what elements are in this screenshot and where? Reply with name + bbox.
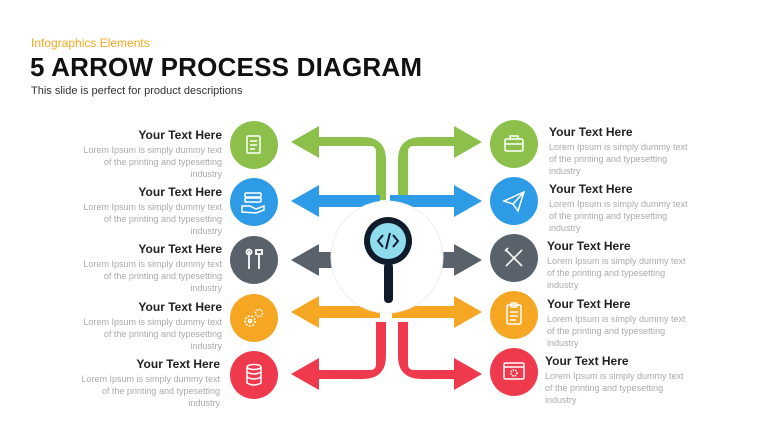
right-desc-4-line2: of the printing and typesetting: [547, 326, 666, 336]
right-desc-1-line1: Lorem Ipsum is simply dummy text: [549, 142, 688, 152]
right-desc-4-line3: industry: [547, 338, 579, 348]
left-desc-4-line2: of the printing and typesetting: [103, 329, 222, 339]
document-icon: [246, 135, 261, 154]
right-heading-2: Your Text Here: [549, 182, 633, 196]
right-textblock-4: Your Text Here Lorem Ipsum is simply dum…: [547, 297, 707, 349]
left-desc-2-line2: of the printing and typesetting: [103, 214, 222, 224]
circle-right-orange: [490, 291, 538, 339]
code-magnifier-icon: [364, 217, 412, 303]
left-textblock-5: Your Text Here Lorem Ipsum is simply dum…: [60, 357, 220, 409]
right-desc-1-line2: of the printing and typesetting: [549, 154, 668, 164]
left-textblock-3: Your Text Here Lorem Ipsum is simply dum…: [62, 242, 222, 294]
left-desc-1-line2: of the printing and typesetting: [103, 157, 222, 167]
arrow-left-red: [291, 322, 386, 390]
left-textblock-4: Your Text Here Lorem Ipsum is simply dum…: [62, 300, 222, 352]
left-desc-5-line2: of the printing and typesetting: [101, 386, 220, 396]
page-subtitle: This slide is perfect for product descri…: [31, 85, 243, 97]
right-heading-3: Your Text Here: [547, 239, 631, 253]
arrow-right-blue: [390, 185, 482, 217]
left-heading-5: Your Text Here: [136, 357, 220, 371]
left-desc-5-line3: industry: [188, 398, 220, 408]
right-desc-2-line3: industry: [549, 223, 581, 233]
right-desc-3-line2: of the printing and typesetting: [547, 268, 666, 278]
arrow-left-blue: [291, 185, 380, 217]
right-desc-3-line3: industry: [547, 280, 579, 290]
right-heading-4: Your Text Here: [547, 297, 631, 311]
gears-icon: [244, 308, 264, 327]
right-desc-5-line2: of the printing and typesetting: [545, 383, 664, 393]
right-desc-5-line1: Lorem Ipsum is simply dummy text: [545, 371, 684, 381]
circle-right-blue: [490, 177, 538, 225]
circle-left-orange: [230, 294, 278, 342]
right-heading-1: Your Text Here: [549, 125, 633, 139]
right-desc-3-line1: Lorem Ipsum is simply dummy text: [547, 256, 686, 266]
left-desc-3-line3: industry: [190, 283, 222, 293]
tools-icon: [245, 248, 263, 269]
arrow-right-slate: [440, 244, 482, 276]
left-desc-2-line3: industry: [190, 226, 222, 236]
hand-coins-icon: [241, 192, 265, 214]
pencil-ruler-icon: [504, 247, 523, 267]
left-desc-2-line1: Lorem Ipsum is simply dummy text: [83, 202, 222, 212]
clipboard-icon: [506, 302, 522, 325]
right-textblock-3: Your Text Here Lorem Ipsum is simply dum…: [547, 239, 707, 291]
arrow-left-orange: [291, 296, 380, 328]
left-desc-1-line1: Lorem Ipsum is simply dummy text: [83, 145, 222, 155]
left-heading-1: Your Text Here: [138, 128, 222, 142]
left-textblock-2: Your Text Here Lorem Ipsum is simply dum…: [62, 185, 222, 237]
database-icon: [246, 363, 262, 386]
left-desc-3-line1: Lorem Ipsum is simply dummy text: [83, 259, 222, 269]
left-heading-4: Your Text Here: [138, 300, 222, 314]
right-textblock-1: Your Text Here Lorem Ipsum is simply dum…: [549, 125, 709, 177]
briefcase-icon: [504, 135, 524, 152]
right-desc-1-line3: industry: [549, 166, 581, 176]
left-heading-3: Your Text Here: [138, 242, 222, 256]
right-textblock-5: Your Text Here Lorem Ipsum is simply dum…: [545, 354, 705, 406]
right-desc-2-line2: of the printing and typesetting: [549, 211, 668, 221]
circle-right-red: [490, 348, 538, 396]
circle-left-red: [230, 351, 278, 399]
left-heading-2: Your Text Here: [138, 185, 222, 199]
left-desc-4-line1: Lorem Ipsum is simply dummy text: [83, 317, 222, 327]
arrow-left-green: [291, 126, 386, 200]
right-heading-5: Your Text Here: [545, 354, 629, 368]
page-title: 5 ARROW PROCESS DIAGRAM: [30, 52, 423, 82]
arrow-left-slate: [291, 244, 335, 276]
left-desc-3-line2: of the printing and typesetting: [103, 271, 222, 281]
left-desc-1-line3: industry: [190, 169, 222, 179]
arrow-right-orange: [392, 296, 482, 328]
left-desc-5-line1: Lorem Ipsum is simply dummy text: [81, 374, 220, 384]
left-textblock-1: Your Text Here Lorem Ipsum is simply dum…: [62, 128, 222, 180]
arrow-right-green: [398, 126, 482, 200]
web-settings-icon: [503, 362, 525, 380]
circle-left-slate: [230, 236, 278, 284]
right-textblock-2: Your Text Here Lorem Ipsum is simply dum…: [549, 182, 709, 234]
header-tag: Infographics Elements: [31, 36, 150, 50]
right-desc-4-line1: Lorem Ipsum is simply dummy text: [547, 314, 686, 324]
right-desc-2-line1: Lorem Ipsum is simply dummy text: [549, 199, 688, 209]
arrow-right-red: [398, 322, 482, 390]
paper-plane-icon: [501, 190, 526, 213]
right-desc-5-line3: industry: [545, 395, 577, 405]
left-desc-4-line3: industry: [190, 341, 222, 351]
